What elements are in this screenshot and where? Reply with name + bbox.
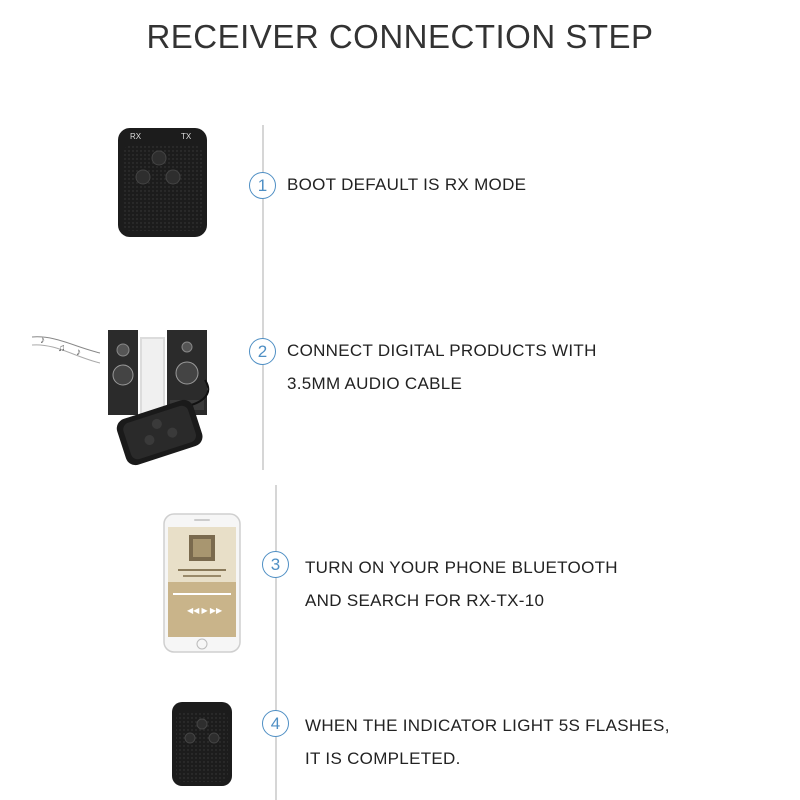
svg-text:♪: ♪ (40, 335, 45, 346)
step-4-number-badge: 4 (262, 710, 289, 737)
timeline-line-lower (275, 485, 277, 800)
step-2-number-badge: 2 (249, 338, 276, 365)
timeline-line-upper (262, 125, 264, 470)
step-4-line-2: IT IS COMPLETED. (305, 749, 461, 768)
rx-label: RX (130, 132, 142, 141)
step-1-text: BOOT DEFAULT IS RX MODE (287, 168, 526, 201)
step-1-line-1: BOOT DEFAULT IS RX MODE (287, 175, 527, 194)
step-3-line-2: AND SEARCH FOR RX-TX-10 (305, 591, 545, 610)
step-2-line-2: 3.5MM AUDIO CABLE (287, 374, 463, 393)
step-3-number-badge: 3 (262, 551, 289, 578)
receiver-device-rx-image: RX TX (115, 125, 210, 245)
step-4-text: WHEN THE INDICATOR LIGHT 5S FLASHES, IT … (305, 709, 670, 775)
receiver-device-completed-image (170, 700, 234, 793)
step-3-line-1: TURN ON YOUR PHONE BLUETOOTH (305, 558, 618, 577)
step-1-number-badge: 1 (249, 172, 276, 199)
step-2-line-1: CONNECT DIGITAL PRODUCTS WITH (287, 341, 597, 360)
tx-label: TX (181, 132, 192, 141)
smartphone-image: ◀◀ ▶ ▶▶ (163, 513, 241, 658)
step-3-text: TURN ON YOUR PHONE BLUETOOTH AND SEARCH … (305, 551, 618, 617)
svg-text:◀◀ ▶ ▶▶: ◀◀ ▶ ▶▶ (187, 606, 223, 615)
page-title: RECEIVER CONNECTION STEP (146, 18, 654, 55)
step-4-line-1: WHEN THE INDICATOR LIGHT 5S FLASHES, (305, 716, 670, 735)
svg-text:♫: ♫ (58, 343, 66, 354)
step-2-text: CONNECT DIGITAL PRODUCTS WITH 3.5MM AUDI… (287, 334, 597, 400)
audio-speakers-with-receiver-image: ♪ ♫ ♪ (30, 325, 220, 475)
svg-text:♪: ♪ (76, 347, 81, 358)
